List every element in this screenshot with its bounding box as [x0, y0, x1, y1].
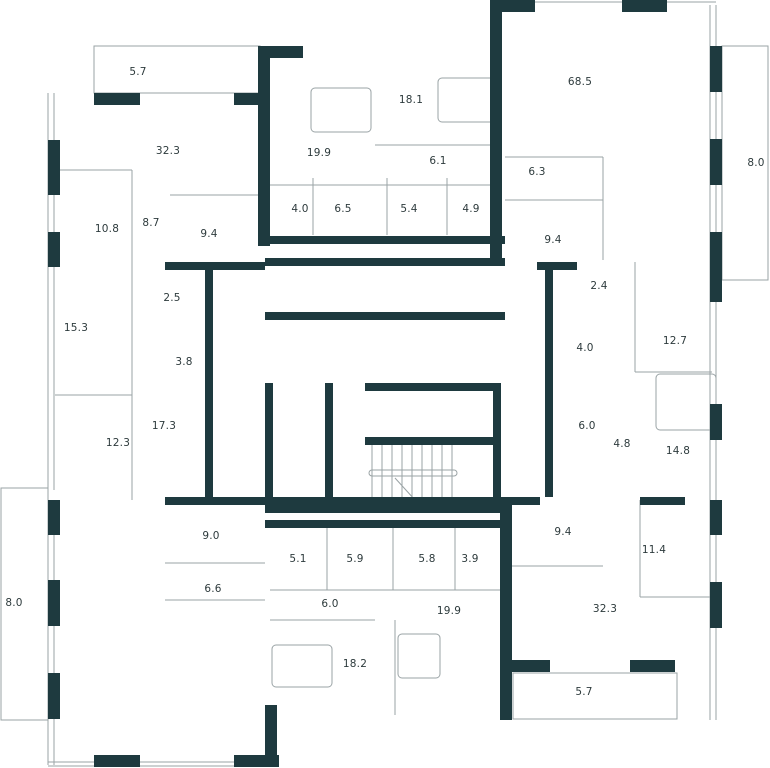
room-area-hall-e: 4.8	[613, 438, 631, 450]
room-area-kitchen-ne: 9.4	[544, 234, 562, 246]
room-area-bath-se: 11.4	[641, 544, 667, 556]
room-area-wc-s1: 5.1	[289, 553, 307, 565]
room-area-storage-sw: 6.6	[204, 583, 222, 595]
room-area-wc-n3: 5.4	[400, 203, 418, 215]
room-area-bedroom-w1: 15.3	[63, 322, 89, 334]
balcony-outline-se	[512, 672, 678, 720]
room-area-wc-e1: 2.4	[590, 280, 608, 292]
room-area-bedroom-e: 14.8	[665, 445, 691, 457]
room-area-wc-w1: 2.5	[163, 292, 181, 304]
room-area-wc-n2: 6.5	[334, 203, 352, 215]
room-area-wc-n1: 4.0	[291, 203, 309, 215]
room-area-storage-ne: 6.3	[528, 166, 546, 178]
room-area-wc-w2: 3.8	[175, 356, 193, 368]
room-area-hall-w: 17.3	[151, 420, 177, 432]
room-area-balcony-nw: 5.7	[129, 66, 147, 78]
room-area-balcony-se: 5.7	[575, 686, 593, 698]
room-area-bedroom-n2: 18.1	[398, 94, 424, 106]
room-area-bath-w: 12.3	[105, 437, 131, 449]
room-area-bath-e: 12.7	[662, 335, 688, 347]
stair-icon	[368, 445, 458, 502]
room-area-hall-nw: 8.7	[142, 217, 160, 229]
room-area-bedroom-s1: 19.9	[436, 605, 462, 617]
room-area-hall-n: 6.1	[429, 155, 447, 167]
room-area-bath-nw: 10.8	[94, 223, 120, 235]
room-area-bedroom-s2: 18.2	[342, 658, 368, 670]
room-area-wc-s4: 3.9	[461, 553, 479, 565]
balcony-outline-nw	[93, 45, 261, 94]
room-area-hall-s: 6.0	[321, 598, 339, 610]
room-area-kitchen-se: 9.4	[554, 526, 572, 538]
room-area-wc-s2: 5.9	[346, 553, 364, 565]
room-area-balcony-w: 8.0	[5, 597, 23, 609]
room-area-bedroom-n1: 19.9	[306, 147, 332, 159]
room-area-wc-s3: 5.8	[418, 553, 436, 565]
room-area-wc-n4: 4.9	[462, 203, 480, 215]
room-area-kitchen-sw: 9.0	[202, 530, 220, 542]
room-area-living-ne: 68.5	[567, 76, 593, 88]
room-area-wc-e3: 6.0	[578, 420, 596, 432]
room-area-living-se: 32.3	[592, 603, 618, 615]
room-area-balcony-e: 8.0	[747, 157, 765, 169]
room-area-wc-e2: 4.0	[576, 342, 594, 354]
room-area-living-nw: 32.3	[155, 145, 181, 157]
room-area-kitchen-nw: 9.4	[200, 228, 218, 240]
